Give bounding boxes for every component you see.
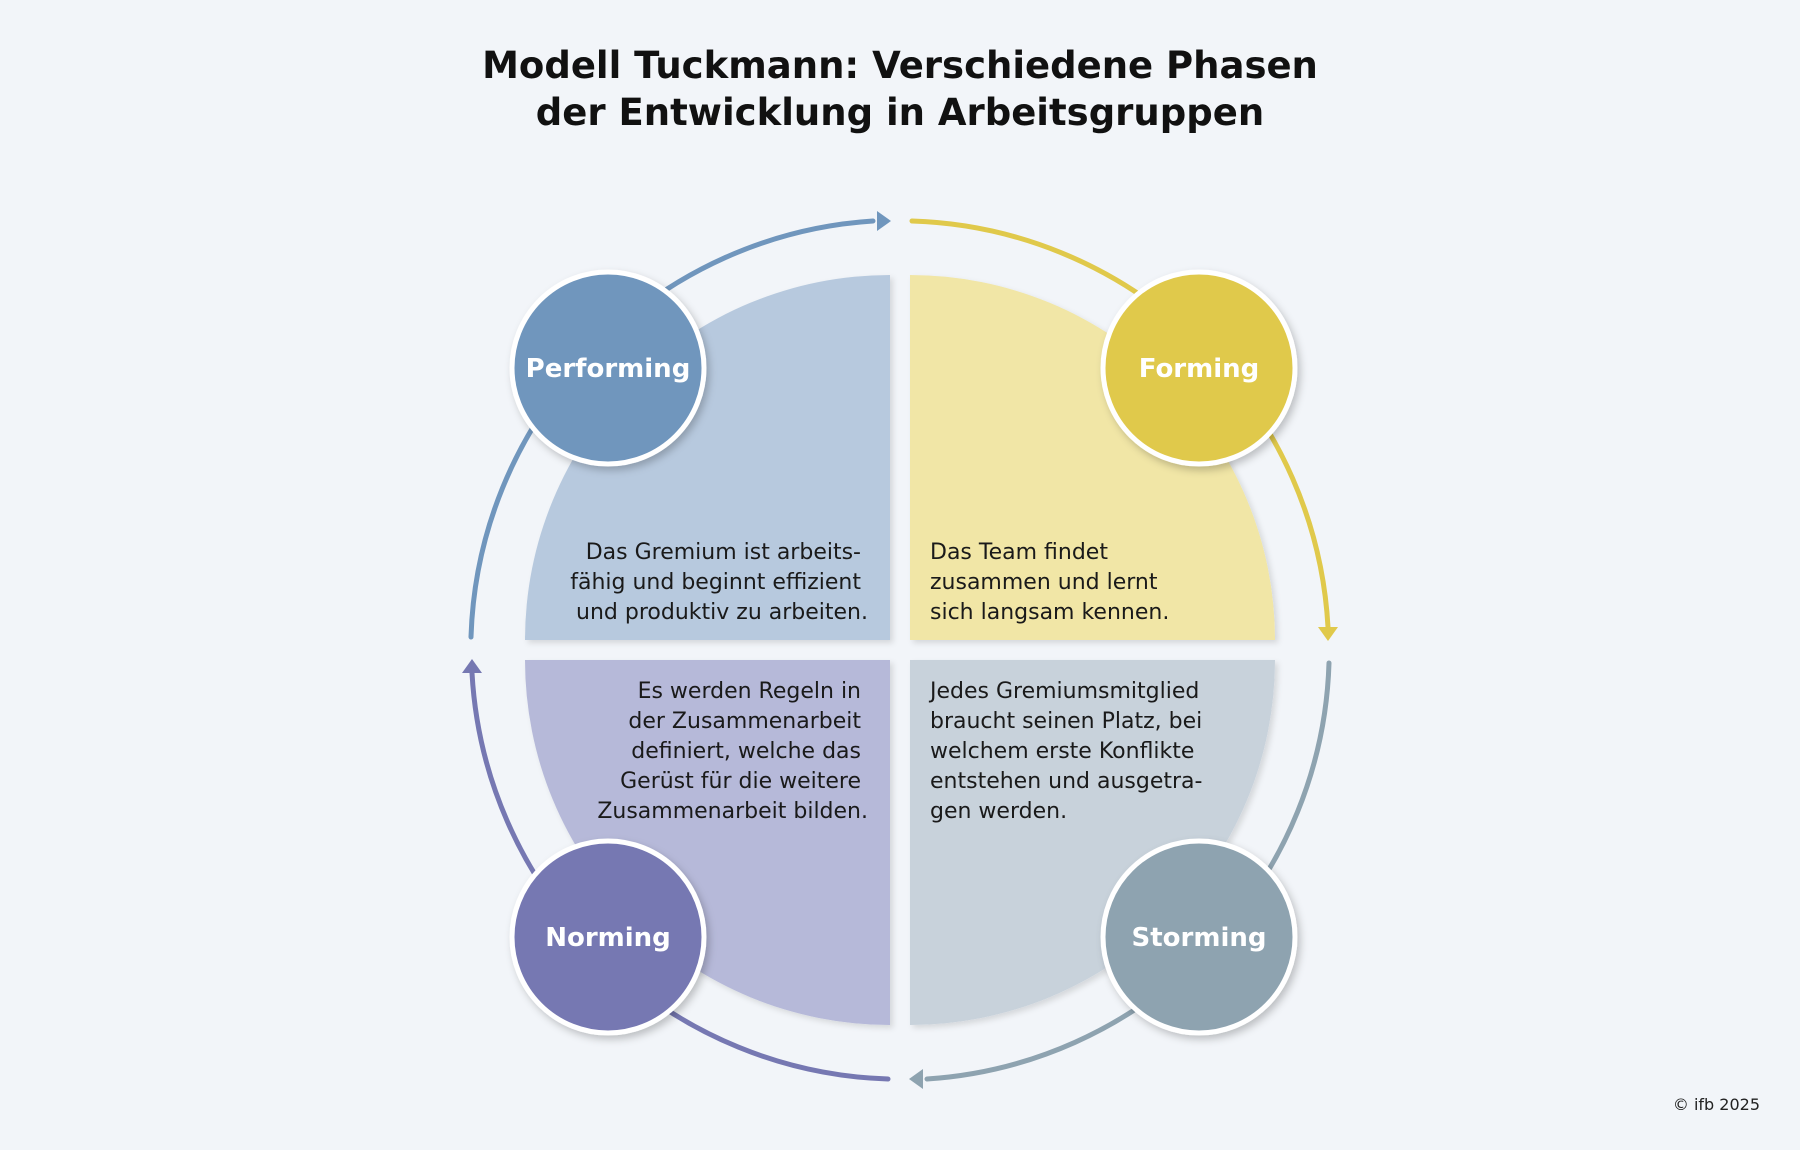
norming-text-line: Gerüst für die weitere	[620, 769, 861, 794]
norming-text-line: Es werden Regeln in	[638, 679, 861, 704]
title-line-2: der Entwicklung in Arbeitsgruppen	[536, 91, 1264, 134]
copyright-notice: © ifb 2025	[1673, 1095, 1760, 1114]
storming-description: Jedes Gremiumsmitglied braucht seinen Pl…	[928, 679, 1209, 824]
phase-label-performing: Performing	[526, 354, 691, 384]
storming-text-line: Jedes Gremiumsmitglied	[928, 679, 1199, 704]
norming-description: Es werden Regeln in der Zusammenarbeit d…	[597, 679, 868, 824]
phase-circle-performing: Performing	[509, 269, 707, 467]
arrow-head-top-icon	[877, 211, 891, 231]
forming-description: Das Team findet zusammen und lernt sich …	[930, 540, 1169, 625]
storming-text-line: gen werden.	[930, 799, 1067, 824]
storming-text-line: entstehen und ausgetra-	[930, 769, 1202, 794]
norming-text-line: definiert, welche das	[631, 739, 861, 764]
arrow-head-bottom-icon	[909, 1069, 923, 1089]
quadrant-performing	[525, 275, 890, 640]
forming-text-line: sich langsam kennen.	[930, 600, 1169, 625]
quadrant-norming	[525, 660, 890, 1025]
phase-circle-forming: Forming	[1100, 269, 1298, 467]
phase-label-norming: Norming	[545, 923, 671, 953]
quadrant-forming	[910, 275, 1275, 640]
storming-text-line: welchem erste Konflikte	[930, 739, 1194, 764]
quadrant-storming	[910, 660, 1275, 1025]
norming-text-line: Zusammenarbeit bilden.	[597, 799, 868, 824]
forming-text-line: Das Team findet	[930, 540, 1108, 565]
norming-text-line: der Zusammenarbeit	[628, 709, 861, 734]
phase-circle-storming: Storming	[1100, 838, 1298, 1036]
performing-text-line: und produktiv zu arbeiten.	[576, 600, 868, 625]
title-line-1: Modell Tuckmann: Verschiedene Phasen	[482, 44, 1318, 87]
phase-label-forming: Forming	[1139, 354, 1260, 384]
arrow-head-left-icon	[462, 659, 482, 673]
forming-text-line: zusammen und lernt	[930, 570, 1158, 595]
storming-text-line: braucht seinen Platz, bei	[930, 709, 1202, 734]
performing-text-line: Das Gremium ist arbeits-	[586, 540, 861, 565]
performing-text-line: fähig und beginnt effizient	[570, 570, 861, 595]
phase-label-storming: Storming	[1132, 923, 1267, 953]
arrow-head-right-icon	[1318, 627, 1338, 641]
phase-circle-norming: Norming	[509, 838, 707, 1036]
performing-description: Das Gremium ist arbeits- fähig und begin…	[570, 540, 868, 625]
